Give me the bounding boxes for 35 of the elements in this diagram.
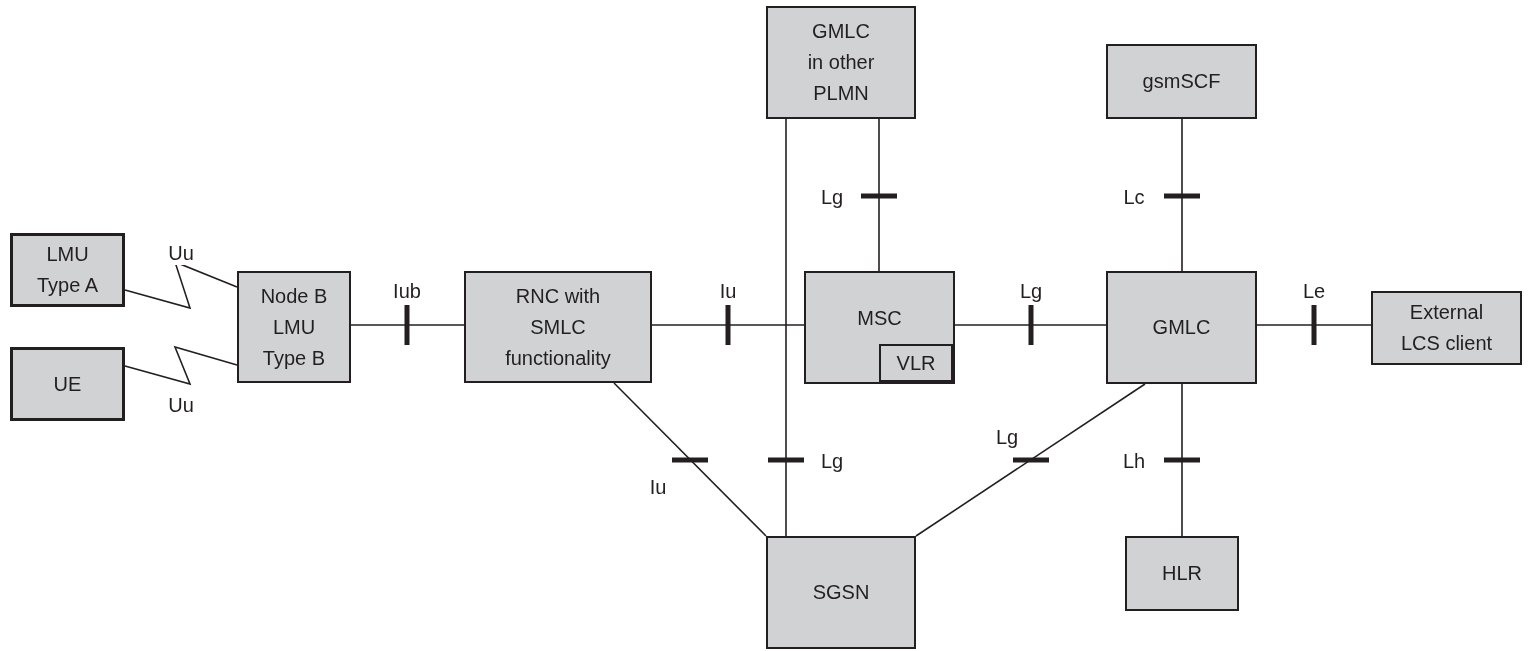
node-label: MSC: [857, 306, 902, 331]
interface-line: [350, 324, 465, 326]
sub-box: [879, 344, 953, 382]
interface-line: [1181, 383, 1183, 537]
network-element-box: [10, 233, 125, 307]
node-label: VLR: [896, 350, 936, 376]
node-label: SGSN: [812, 580, 870, 605]
network-element-box: [766, 536, 916, 649]
node-label: Node B LMU Type B: [259, 283, 329, 371]
network-element-box: [1125, 536, 1239, 611]
interface-line: [124, 345, 238, 386]
network-element-box: [766, 6, 916, 119]
network-element-box: [10, 347, 125, 421]
interface-line: [1256, 324, 1372, 326]
interface-line: [915, 383, 1146, 537]
node-label: gsmSCF: [1142, 69, 1221, 94]
node-label: GMLC in other PLMN: [806, 19, 876, 106]
interface-line: [651, 324, 805, 326]
interface-line: [954, 324, 1107, 326]
network-element-box: [464, 271, 652, 383]
node-label: RNC with SMLC functionality: [504, 283, 612, 371]
interface-line: [878, 118, 880, 272]
network-element-box: [237, 271, 351, 383]
node-label: UE: [53, 371, 82, 397]
node-label: LMU Type A: [35, 242, 100, 298]
node-label: GMLC: [1152, 315, 1211, 340]
network-element-box: [804, 271, 955, 384]
network-element-box: [1106, 271, 1257, 384]
node-label: External LCS client: [1399, 300, 1494, 356]
interface-line: [785, 118, 787, 537]
node-label: HLR: [1162, 561, 1202, 586]
network-element-box: [1106, 44, 1257, 119]
interface-line: [613, 382, 767, 537]
network-element-box: [1371, 291, 1522, 365]
interface-line: [1181, 118, 1183, 272]
